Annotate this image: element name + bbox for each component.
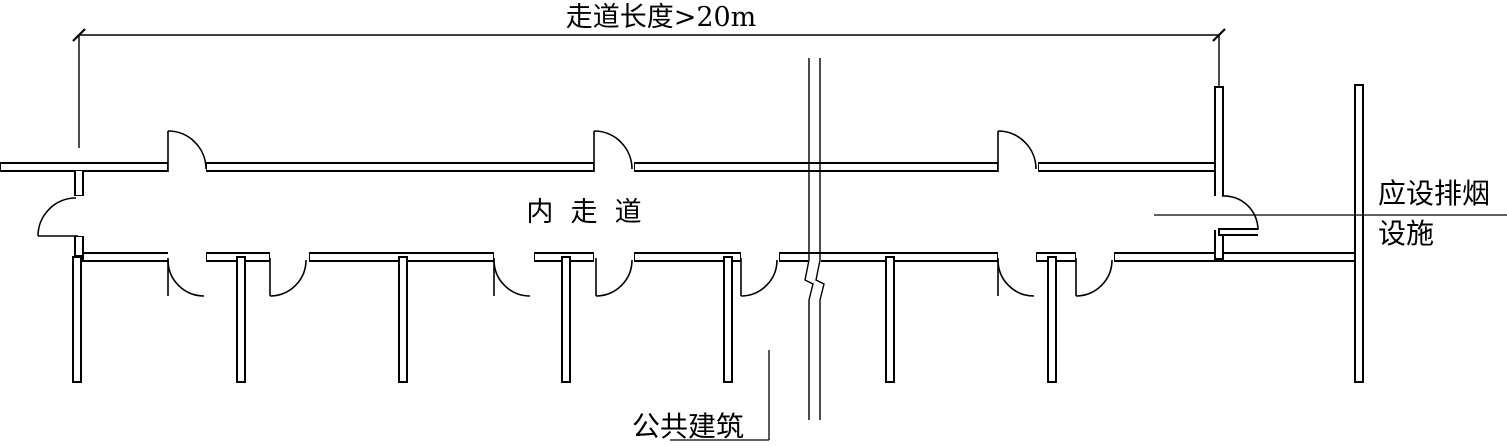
door-swing <box>37 197 77 237</box>
door-swing <box>593 130 633 170</box>
smoke-note-line1: 应设排烟 <box>1378 177 1490 210</box>
leader-lines <box>670 214 1507 441</box>
break-line <box>804 58 825 420</box>
smoke-note-line2: 设施 <box>1378 217 1434 250</box>
door-swing <box>493 259 531 297</box>
dimension-label: 走道长度>20m <box>566 2 757 33</box>
dimension-line <box>72 28 1226 148</box>
door-swing <box>740 259 778 297</box>
door-swing <box>167 130 207 170</box>
walls <box>0 84 1364 383</box>
door-swing <box>997 130 1037 170</box>
corridor-label: 内 走 道 <box>526 197 641 228</box>
door-swing <box>167 259 205 297</box>
building-label: 公共建筑 <box>632 410 744 443</box>
door-swing <box>269 259 307 297</box>
door-swing <box>1221 195 1259 231</box>
door-swing <box>997 259 1035 297</box>
door-swing <box>1075 259 1113 297</box>
door-swing <box>595 259 633 297</box>
doors <box>37 130 1259 297</box>
